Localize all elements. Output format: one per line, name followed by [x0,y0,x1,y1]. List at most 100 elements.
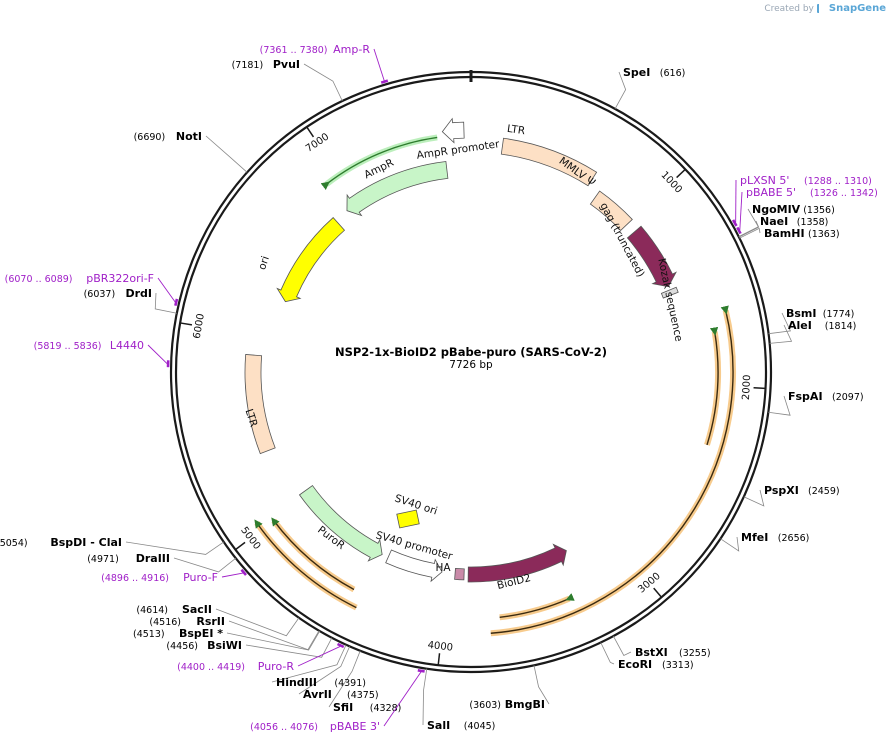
snapgene-logo-icon [816,4,826,13]
site-bmgbi[interactable]: BmgBI(3603) [469,665,550,711]
feature-ltr[interactable] [500,137,598,187]
feature-label: LTR [506,123,526,137]
plasmid-length: 7726 bp [449,359,493,371]
feature-ltr[interactable] [244,354,276,455]
feature-label: ori [256,255,272,272]
site-mfei[interactable]: MfeI(2656) [720,531,810,552]
credit-brand: SnapGene [828,3,886,14]
site-hindiii[interactable]: HindIII (4391) [271,644,366,689]
tick-label: 4000 [427,640,454,654]
tick-label: 6000 [192,313,207,340]
feature-sv40-ori-box[interactable] [396,509,420,529]
feature-sv40-promoter[interactable] [385,549,443,583]
site-name: SacII [182,603,212,616]
orf-arcs [254,134,736,637]
feature-bioid2[interactable] [467,543,567,583]
orf-arc [499,595,571,621]
site-position: (1774) [823,309,855,320]
primer-mark [380,79,389,84]
primer-mark [240,568,247,576]
site-draiii[interactable]: DraIII(4971) [87,552,237,573]
primer-mark [731,219,738,227]
orf-arrow [490,305,734,634]
site-position: (2459) [808,486,840,497]
site-position: (3603) [469,700,501,711]
snapgene-credit: Created by SnapGene [764,3,886,14]
primer-puro-f[interactable]: Puro-F (4896 .. 4916) [101,568,247,584]
site-position: (7181) [232,60,264,71]
primer-mark [417,669,425,673]
site-sfii[interactable]: SfiI(4328) [328,650,401,714]
primer-position: (7361 .. 7380) [260,45,328,56]
site-spei[interactable]: SpeI(616) [614,66,685,110]
primer-pbabe-3-[interactable]: pBABE 3' (4056 .. 4076) [250,669,425,733]
primer-position: (4056 .. 4076) [250,722,318,733]
site-avrii[interactable]: AvrII(4375) [298,646,379,701]
site-name: EcoRI [618,658,652,671]
feature-gag-truncated-[interactable] [626,225,677,288]
site-name: DraIII [136,552,170,565]
plasmid-title: NSP2-1x-BioID2 pBabe-puro (SARS-CoV-2) [335,345,607,359]
primer-position: (6070 .. 6089) [5,274,73,285]
orf-arrow [499,593,575,619]
feature-mmlv-[interactable] [589,190,633,232]
site-position: (1358) [797,217,829,228]
restriction-sites: SpeI(616)NgoMIV(1356)NaeI(1358)BamHI(136… [0,58,864,732]
site-alei[interactable]: AleI(1814) [769,319,857,344]
site-name: FspAI [788,390,823,403]
orf-arrow [706,326,719,446]
primer-name: L4440 [110,339,144,352]
site-rsrii[interactable]: RsrII(4516) [149,615,320,651]
site-position: (1814) [825,321,857,332]
feature-ampr-promoter[interactable] [441,117,465,144]
site-sali[interactable]: SalI(4045) [422,668,495,732]
site-fspai[interactable]: FspAI(2097) [768,390,864,416]
site-name: BsiWI [207,639,242,652]
primer-position: (1326 .. 1342) [810,188,878,199]
primer-position: (4400 .. 4419) [177,662,245,673]
primer-position: (4896 .. 4916) [101,573,169,584]
primer-pbabe-5-[interactable]: pBABE 5'(1326 .. 1342) [736,186,878,235]
orf-arrow [320,136,438,191]
feature-ori[interactable] [276,217,346,303]
site-name: HindIII [276,676,317,689]
primer-annotations: Amp-R(7361 .. 7380) pLXSN 5'(1288 .. 1310… [5,43,878,733]
site-name: BamHI [764,227,805,240]
site-position: (4375) [347,690,379,701]
primer-puro-r[interactable]: Puro-R(4400 .. 4419) [177,642,345,673]
feature-ha[interactable] [454,567,465,581]
site-naei[interactable]: NaeI(1358) [738,215,829,238]
feature-label: SV40 promoter [374,529,454,563]
site-name: PspXI [764,484,799,497]
site-position: (2656) [778,533,810,544]
site-pvui[interactable]: PvuI(7181) [232,58,343,102]
site-position: (4391) [334,678,366,689]
site-name: SpeI [623,66,650,79]
feature-ampr[interactable] [346,161,449,217]
site-ecori[interactable]: EcoRI(3313) [600,642,694,671]
primer-name: Puro-F [183,571,218,584]
primer-l4440[interactable]: L4440(5819 .. 5836) [34,339,170,368]
tick-mark [753,387,766,390]
site-sacii[interactable]: SacII (4614) [136,603,300,637]
site-position: (4456) [166,641,198,652]
primer-amp-r[interactable]: Amp-R(7361 .. 7380) [260,43,389,84]
site-position: (1363) [808,229,840,240]
primer-pbr322ori-f[interactable]: pBR322ori-F(6070 .. 6089) [5,272,179,306]
site-bstxi[interactable]: BstXI(3255) [613,635,711,659]
site-bspei-[interactable]: BspEI *(4513) [133,627,321,651]
site-bspdi-clai[interactable]: BspDI - ClaI(5054) [0,536,225,555]
site-pspxi[interactable]: PspXI (2459) [743,484,840,507]
site-bamhi[interactable]: BamHI(1363) [739,227,840,240]
site-drdi[interactable]: DrdI(6037) [84,287,177,314]
primer-mark [174,298,179,306]
site-bsmi[interactable]: BsmI(1774) [768,307,855,335]
primer-name: pBABE 3' [330,720,380,733]
site-noti[interactable]: NotI(6690) [134,130,248,173]
feature-kozak-sequence[interactable] [660,286,679,299]
site-bsiwi[interactable]: BsiWI (4456) [166,637,333,658]
feature-puror[interactable] [298,485,383,562]
site-position: (4614) [136,605,168,616]
primer-plxsn-5-[interactable]: pLXSN 5'(1288 .. 1310) [731,174,872,227]
